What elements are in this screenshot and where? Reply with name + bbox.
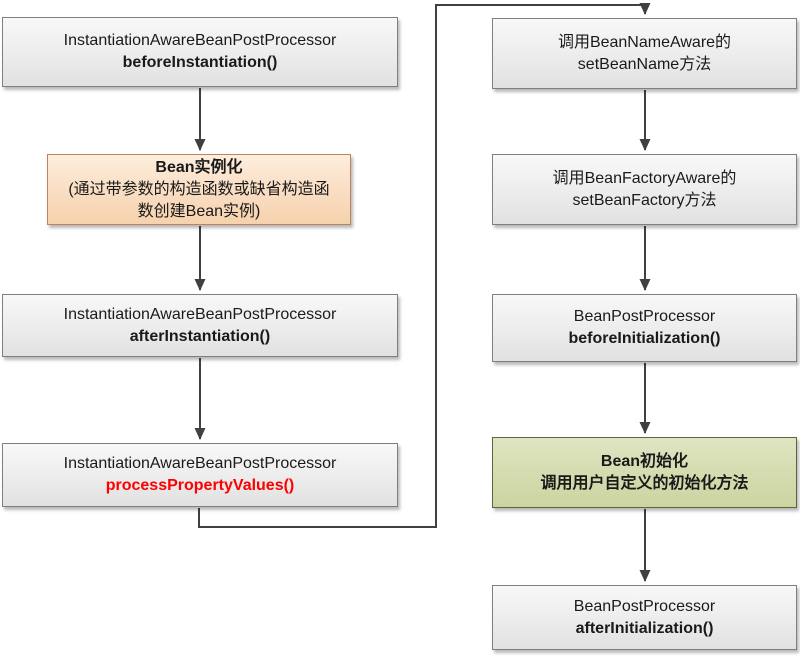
node-title-label: Bean实例化 [155,158,243,176]
node-set-bean-name: 调用BeanNameAware的 setBeanName方法 [492,18,797,89]
node-process-property-values: InstantiationAwareBeanPostProcessor proc… [2,443,398,507]
node-class-label: InstantiationAwareBeanPostProcessor [63,32,337,49]
node-method-label: afterInitialization() [575,619,714,637]
node-title-label: 调用BeanNameAware的 [557,33,732,51]
node-class-label: BeanPostProcessor [573,308,716,325]
node-title-label: Bean初始化 [600,452,689,470]
node-class-label: InstantiationAwareBeanPostProcessor [63,305,337,323]
node-bean-instantiate: Bean实例化 (通过带参数的构造函数或缺省构造函数创建Bean实例) [47,154,351,225]
node-bean-initialize: Bean初始化 调用用户自定义的初始化方法 [492,437,797,508]
node-description-label: 调用用户自定义的初始化方法 [540,474,749,492]
node-set-bean-factory: 调用BeanFactoryAware的 setBeanFactory方法 [492,154,797,225]
node-class-label: BeanPostProcessor [573,597,716,615]
node-before-instantiation: InstantiationAwareBeanPostProcessor befo… [2,17,398,87]
node-title-label: 调用BeanFactoryAware的 [552,169,737,187]
node-method-label: beforeInstantiation() [122,54,278,71]
node-class-label: InstantiationAwareBeanPostProcessor [63,455,337,472]
node-method-label: setBeanFactory方法 [572,191,717,209]
node-after-initialization: BeanPostProcessor afterInitialization() [492,585,797,650]
node-method-label-red: processPropertyValues() [105,477,295,494]
node-method-label: setBeanName方法 [577,55,712,73]
connector-process-property-values-to-set-bean-name [198,3,651,528]
node-after-instantiation: InstantiationAwareBeanPostProcessor afte… [2,294,398,357]
node-description-label: (通过带参数的构造函数或缺省构造函数创建Bean实例) [68,180,330,220]
node-before-initialization: BeanPostProcessor beforeInitialization() [492,294,797,362]
node-method-label: beforeInitialization() [568,330,721,347]
node-method-label: afterInstantiation() [129,327,271,345]
